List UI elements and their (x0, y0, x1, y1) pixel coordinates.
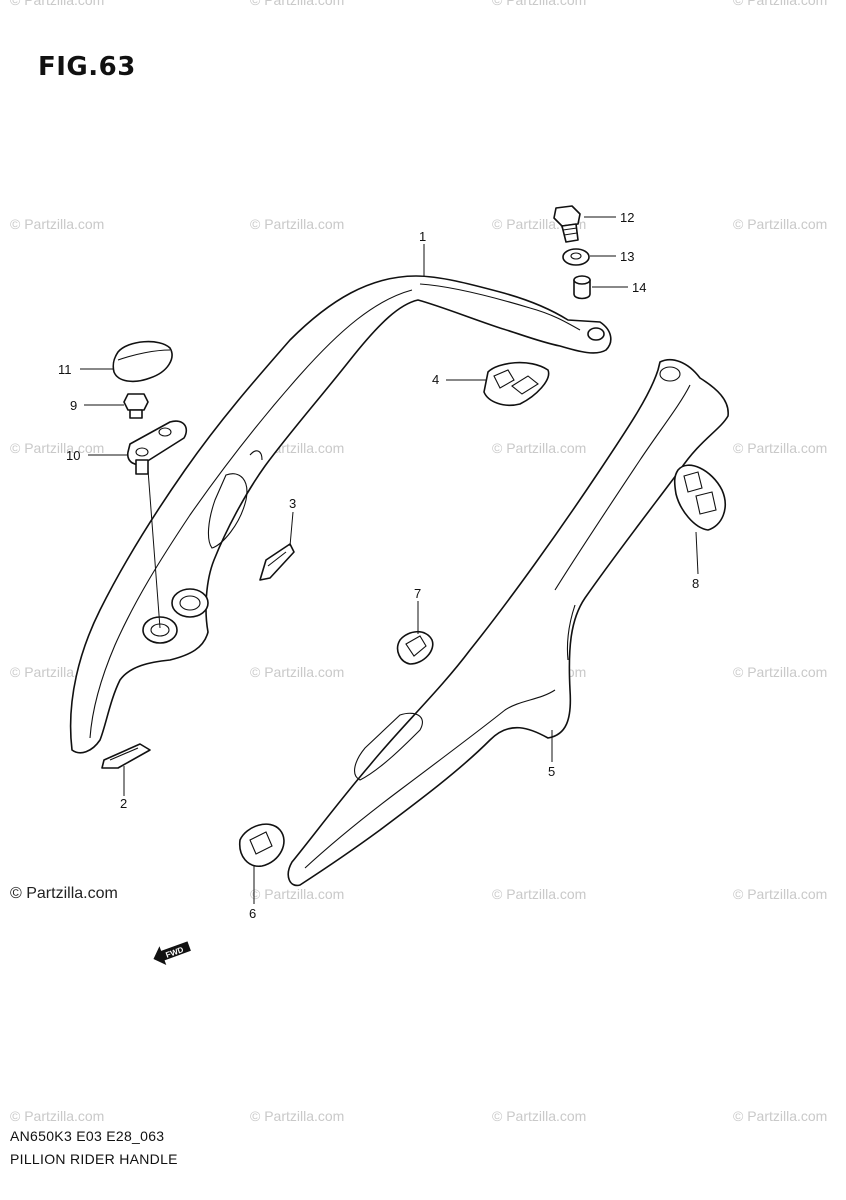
callout-1: 1 (419, 229, 426, 244)
callout-12: 12 (620, 210, 634, 225)
part-7-cushion[interactable] (396, 630, 434, 665)
callout-7: 7 (414, 586, 421, 601)
watermark: © Partzilla.com (733, 440, 828, 456)
part-11-cap[interactable] (112, 340, 173, 383)
part-3-rubber[interactable] (259, 543, 295, 581)
callout-11: 11 (58, 362, 72, 377)
callout-6: 6 (249, 906, 256, 921)
callout-2: 2 (120, 796, 127, 811)
part-6-cushion[interactable] (238, 823, 285, 867)
watermark: © Partzilla.com (733, 664, 828, 680)
part-1-left-handle[interactable] (69, 275, 612, 754)
figure-title: FIG.63 (38, 52, 136, 82)
part-10-plate[interactable] (126, 420, 188, 629)
watermark: © Partzilla.com (10, 0, 105, 8)
part-13-washer[interactable] (562, 248, 590, 266)
part-8-cushion[interactable] (673, 464, 726, 531)
part-5-right-handle[interactable] (287, 358, 729, 887)
callout-9: 9 (70, 398, 77, 413)
part-14-collar[interactable] (573, 275, 591, 300)
watermark: © Partzilla.com (492, 440, 587, 456)
part-4-cushion[interactable] (483, 361, 550, 407)
forward-arrow-label: FWD (164, 945, 184, 960)
copyright-text: © Partzilla.com (10, 885, 118, 902)
watermark: © Partzilla.com (250, 1108, 345, 1124)
callout-10: 10 (66, 448, 80, 463)
watermark: © Partzilla.com (250, 216, 345, 232)
callout-4: 4 (432, 372, 439, 387)
callout-14: 14 (632, 280, 646, 295)
diagram-code: AN650K3 E03 E28_063 (10, 1128, 165, 1144)
part-12-bolt[interactable] (553, 205, 581, 243)
watermark: © Partzilla.com (250, 0, 345, 8)
watermark: © Partzilla.com (250, 664, 345, 680)
watermark: © Partzilla.com (733, 886, 828, 902)
watermark: © Partzilla.com (733, 1108, 828, 1124)
watermark: © Partzilla.com (733, 0, 828, 8)
watermark: © Partzilla.com (10, 216, 105, 232)
part-2-rubber[interactable] (101, 743, 151, 769)
watermark: © Partzilla.com (733, 216, 828, 232)
diagram-name: PILLION RIDER HANDLE (10, 1151, 178, 1167)
watermark: © Partzilla.com (492, 0, 587, 8)
part-9-bolt[interactable] (123, 393, 149, 419)
callout-8: 8 (692, 576, 699, 591)
watermark: © Partzilla.com (10, 1108, 105, 1124)
watermark: © Partzilla.com (250, 886, 345, 902)
callout-13: 13 (620, 249, 634, 264)
callout-5: 5 (548, 764, 555, 779)
watermark: © Partzilla.com (10, 440, 105, 456)
callout-3: 3 (289, 496, 296, 511)
forward-arrow-icon: FWD (153, 941, 191, 966)
watermark: © Partzilla.com (492, 886, 587, 902)
watermark: © Partzilla.com (492, 1108, 587, 1124)
